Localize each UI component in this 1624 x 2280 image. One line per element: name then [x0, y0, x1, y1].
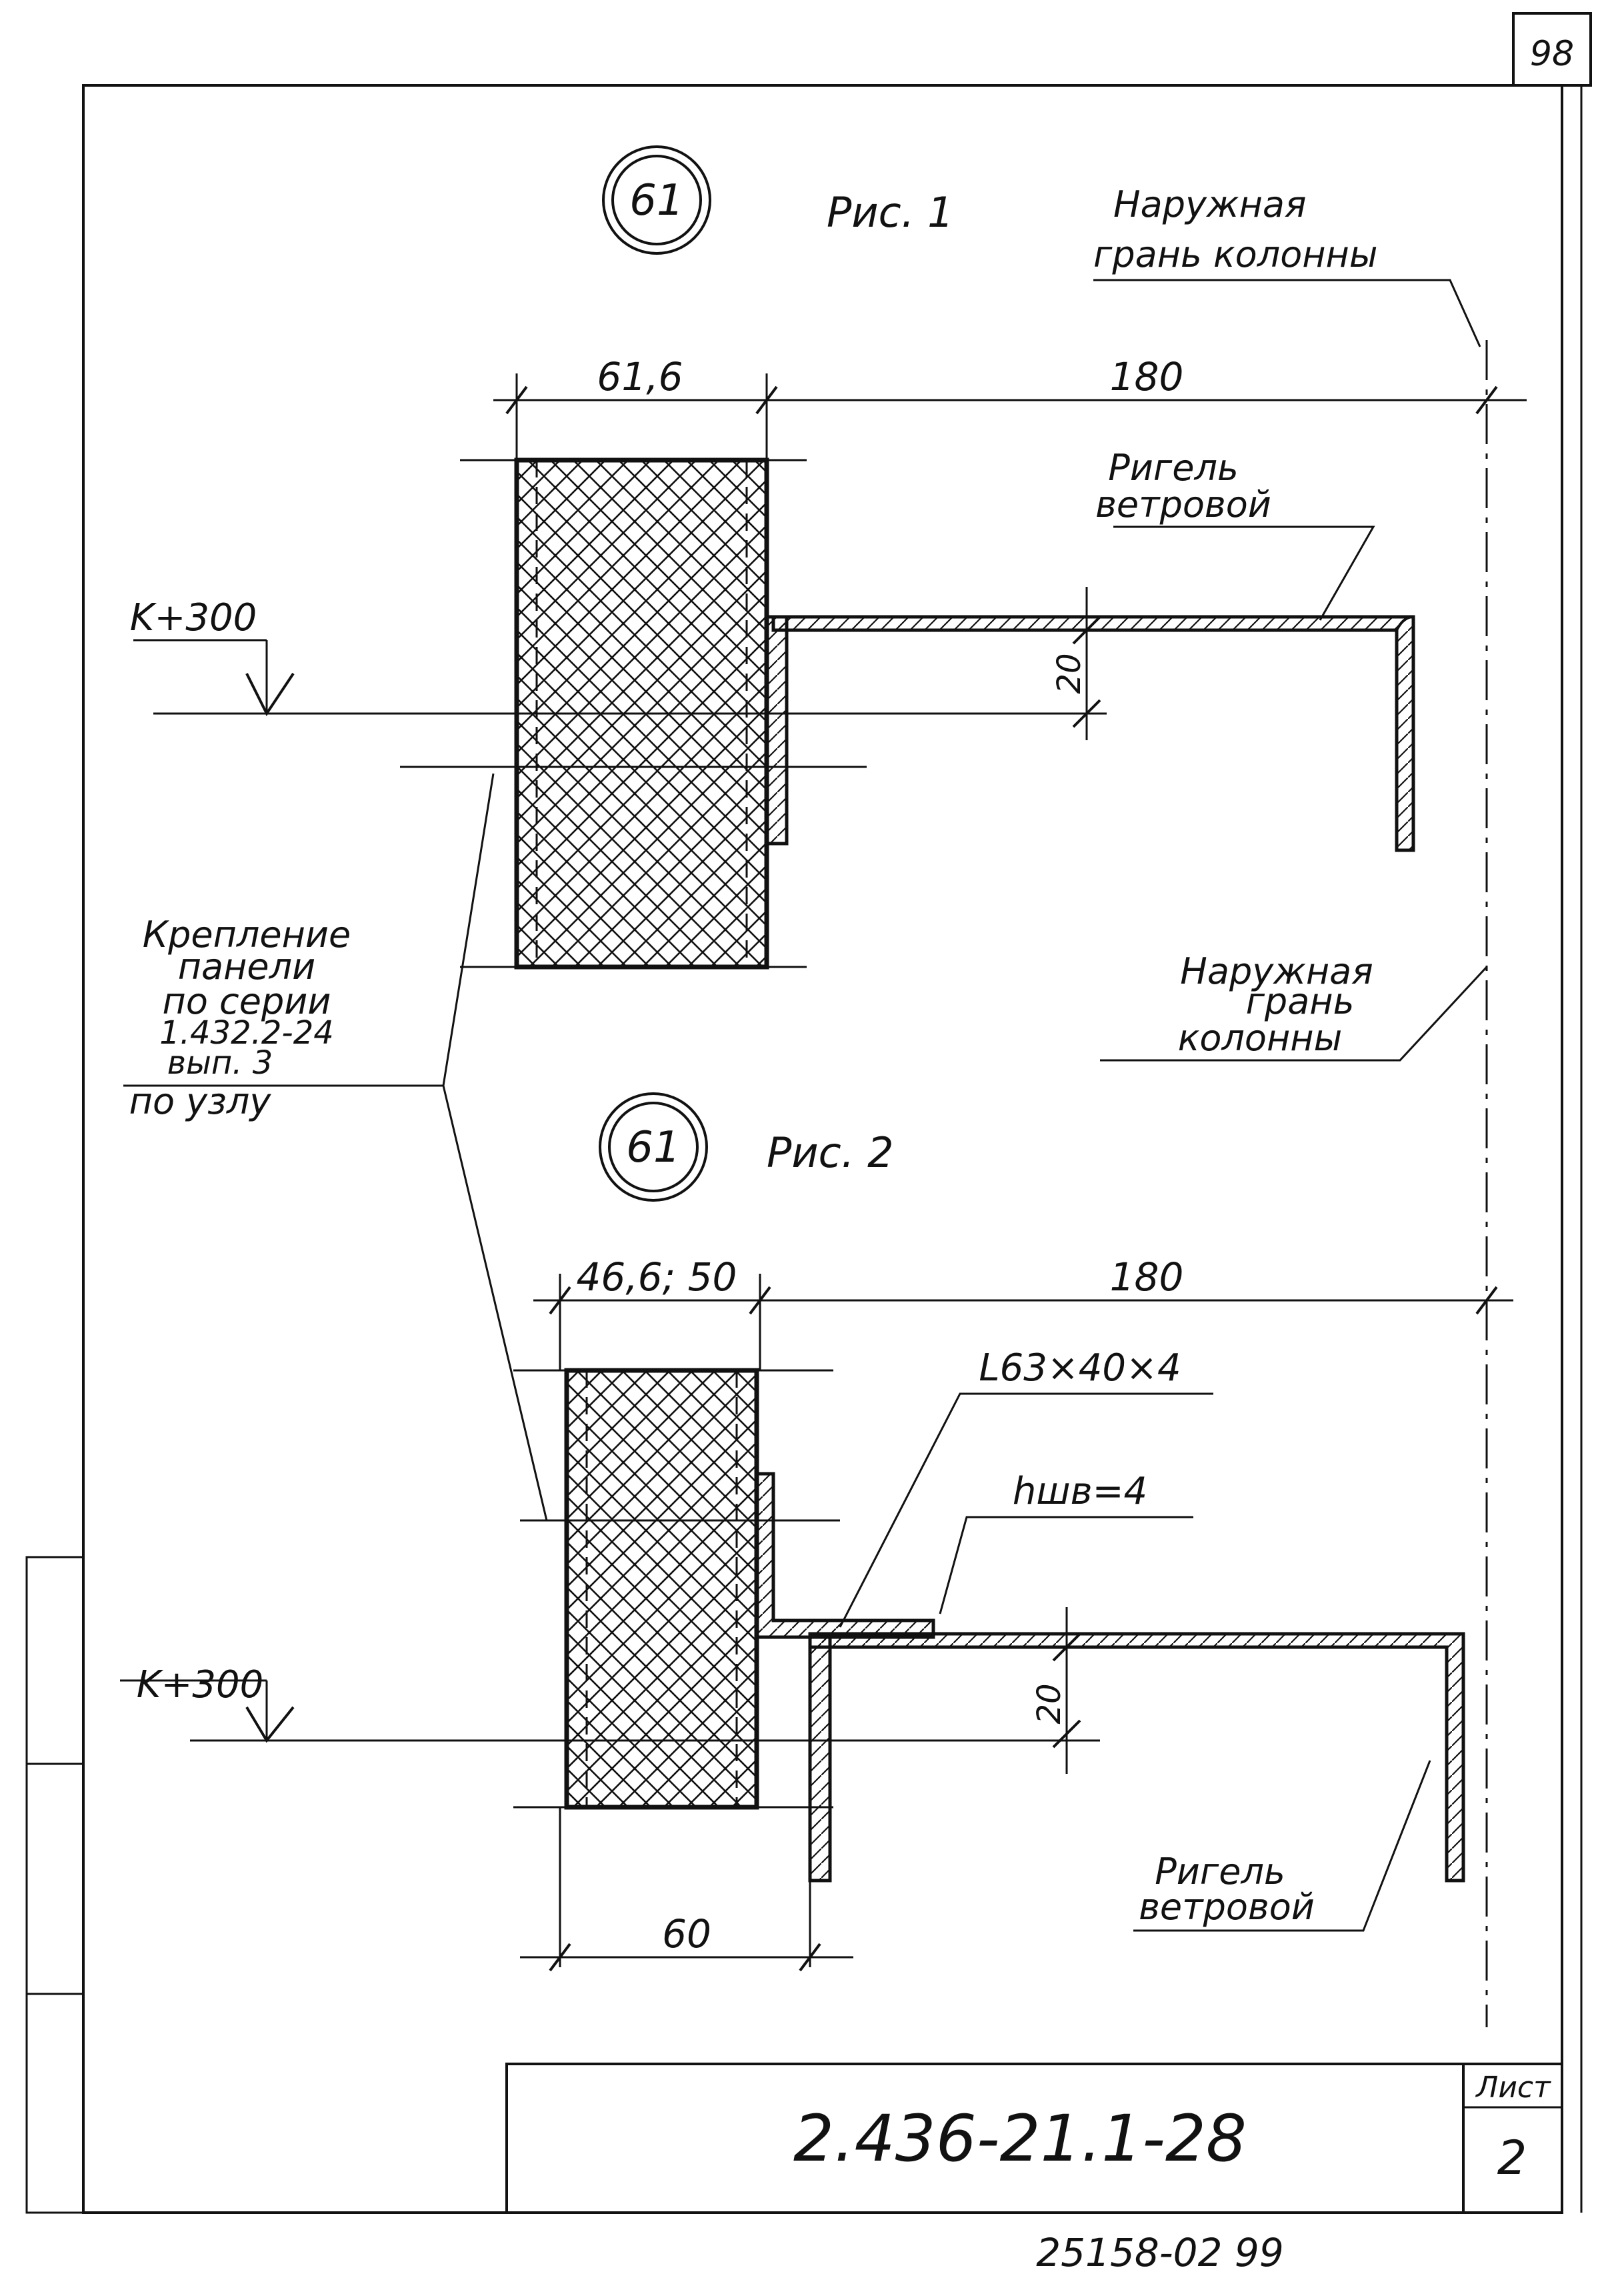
fig1-level-mark: [133, 639, 1107, 716]
fig1-wind-beam: [765, 587, 1415, 852]
sheet-label: Лист: [1475, 2071, 1551, 2105]
fig1-dim-gap: 20: [1051, 653, 1088, 694]
fig2-outer-face-leader: [1100, 966, 1488, 1062]
fig2-dim-bottom: 60: [662, 1911, 711, 1957]
fig2-beam-leader: [1133, 1760, 1431, 1932]
footer-number: 25158-02 99: [1036, 2230, 1283, 2275]
fastening-note-leaders: [123, 773, 548, 1521]
fig1-beam-label-line1: Ригель: [1108, 447, 1239, 489]
fig1-caption: Рис. 1: [827, 188, 954, 237]
fig1-node-mark: [602, 145, 711, 255]
fig2-weld-label: hшв=4: [1013, 1470, 1147, 1513]
fastening-note-line5: вып. 3: [167, 1044, 273, 1082]
fastening-note-line3: по серии: [163, 980, 331, 1022]
fig2-bottom-dimension: [520, 1807, 853, 1972]
fig2-wind-beam: [808, 1607, 1465, 1883]
fig1-dim-offset: 180: [1110, 354, 1184, 399]
fastening-note-line2: панели: [178, 946, 316, 988]
fig2-outer-face-line1: Наружная: [1180, 950, 1373, 992]
fig1-level-text: K+300: [130, 596, 257, 640]
fig2-wall-panel: [513, 1368, 833, 1810]
fig2-dim-offset: 180: [1110, 1254, 1184, 1300]
fig2-angle-profile: [755, 1472, 935, 1639]
document-code: 2.436-21.1-28: [793, 2101, 1247, 2176]
fig2-node-number: 61: [626, 1123, 680, 1172]
fig2-beam-label-line1: Ригель: [1155, 1851, 1285, 1893]
corner-sheet-number: 98: [1530, 34, 1574, 74]
fig1-outer-face-line2: грань колонны: [1093, 233, 1378, 275]
fig2-dim-panel: 46,6; 50: [577, 1254, 737, 1300]
fastening-note-line4: 1.432.2-24: [159, 1014, 334, 1052]
fig1-outer-face-leader: [1093, 279, 1481, 347]
fig2-node-mark: [599, 1092, 708, 1202]
fig2-dimension-line: [533, 1274, 1513, 1370]
fig2-caption: Рис. 2: [767, 1128, 894, 1177]
fig2-beam-label-line2: ветровой: [1139, 1886, 1315, 1928]
fig1-dimension-line: [493, 373, 1527, 460]
fig1-node-number: 61: [629, 176, 683, 225]
fig2-level-mark: [120, 1679, 1100, 1743]
title-block: [505, 2063, 1563, 2214]
fig2-outer-face-line3: колонны: [1178, 1017, 1342, 1059]
fig2-angle-leader: [839, 1392, 1213, 1628]
fig1-beam-label-line2: ветровой: [1095, 483, 1271, 525]
fastening-note-line1: Крепление: [143, 914, 351, 956]
fastening-note-line6: по узлу: [129, 1080, 272, 1122]
fig1-dim-panel: 61,6: [597, 354, 683, 399]
fig1-outer-face-line1: Наружная: [1113, 183, 1306, 225]
sheet-number: 2: [1497, 2131, 1527, 2185]
fig2-angle-label: L63×40×4: [979, 1346, 1181, 1390]
fig2-weld-leader: [939, 1516, 1193, 1614]
fig1-beam-leader: [1113, 525, 1375, 621]
fig2-dim-gap: 20: [1031, 1683, 1068, 1724]
fig2-outer-face-line2: грань: [1246, 980, 1355, 1022]
fig2-level-text: K+300: [137, 1663, 264, 1706]
